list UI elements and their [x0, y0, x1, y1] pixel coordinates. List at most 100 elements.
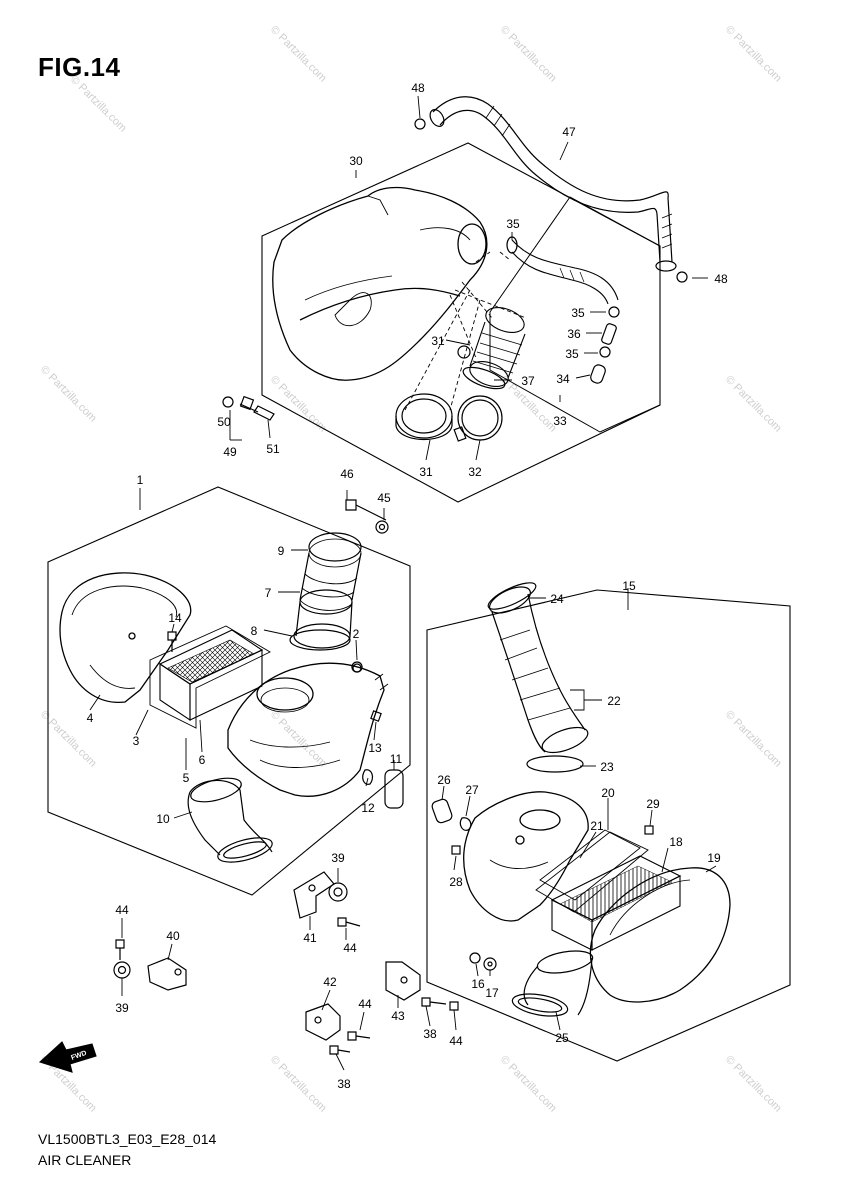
- bolt-29: [644, 825, 654, 835]
- callout-28: 28: [449, 875, 463, 889]
- callout-25: 25: [555, 1031, 569, 1045]
- callout-31: 31: [419, 465, 433, 479]
- washer-16: [469, 952, 481, 964]
- callout-48: 48: [411, 81, 425, 95]
- nut-17: [483, 957, 497, 971]
- watermark: © Partzilla.com: [498, 1054, 559, 1115]
- bolt-44-left: [115, 939, 125, 960]
- callout-45: 45: [377, 491, 391, 505]
- callout-30: 30: [349, 154, 363, 168]
- watermark: © Partzilla.com: [268, 1054, 329, 1115]
- callout-14: 14: [168, 611, 182, 625]
- bolt-13: [370, 710, 382, 722]
- breather-tube: [511, 239, 619, 305]
- bracket-40: [147, 957, 187, 991]
- watermark: © Partzilla.com: [723, 1054, 784, 1115]
- callout-35: 35: [506, 217, 520, 231]
- fwd-arrow-icon: [38, 1041, 97, 1073]
- callout-51: 51: [266, 442, 280, 456]
- bolt-38-bottom: [329, 1045, 351, 1055]
- clamp-8: [289, 629, 351, 651]
- callouts: 48 47 30 35 48 35 36 35 34 31 37 33 31 3…: [87, 81, 728, 1091]
- callout-31: 31: [431, 334, 445, 348]
- watermark: © Partzilla.com: [268, 709, 329, 770]
- callout-49: 49: [223, 445, 237, 459]
- bolt-51: [239, 403, 275, 421]
- clamp-24: [487, 582, 537, 610]
- watermark: © Partzilla.com: [38, 364, 99, 425]
- bracket-42: [305, 1003, 341, 1041]
- callout-33: 33: [553, 414, 567, 428]
- callout-35: 35: [571, 306, 585, 320]
- intake-duct-31: [469, 307, 526, 387]
- cap-34: [590, 364, 606, 384]
- callout-39: 39: [115, 1001, 129, 1015]
- bolt-44-mid: [337, 917, 361, 927]
- callout-16: 16: [471, 977, 485, 991]
- gasket-21: [539, 829, 641, 901]
- clamp-48-top: [414, 118, 426, 130]
- gasket-5: [149, 625, 271, 729]
- callout-13: 13: [368, 741, 382, 755]
- bolt-44-bottom: [347, 1031, 371, 1041]
- callout-19: 19: [707, 851, 721, 865]
- clamp-35b: [599, 346, 611, 358]
- clamp-23: [526, 755, 584, 773]
- callout-36: 36: [567, 327, 581, 341]
- callout-5: 5: [183, 771, 190, 785]
- clamp-32: [453, 395, 503, 442]
- watermark: © Partzilla.com: [723, 709, 784, 770]
- bolt-38-right: [421, 997, 447, 1007]
- callout-29: 29: [646, 797, 660, 811]
- watermark: © Partzilla.com: [68, 74, 129, 135]
- callout-10: 10: [156, 812, 170, 826]
- watermark: © Partzilla.com: [723, 374, 784, 435]
- figure-title: FIG.14: [38, 52, 121, 82]
- callout-3: 3: [133, 734, 140, 748]
- watermark: © Partzilla.com: [498, 24, 559, 85]
- diagram-name: AIR CLEANER: [38, 1152, 132, 1168]
- nut-2: [352, 663, 362, 673]
- callout-21: 21: [590, 819, 604, 833]
- callout-38: 38: [337, 1077, 351, 1091]
- callout-26: 26: [437, 773, 451, 787]
- leader-lines: [89, 95, 717, 1071]
- nut-45: [375, 520, 389, 534]
- screw-14: [167, 631, 177, 652]
- breather-hose: [429, 96, 673, 263]
- bracket-43: [385, 961, 421, 1001]
- intake-hose-22: [489, 586, 589, 754]
- bolt-46: [345, 499, 387, 521]
- callout-41: 41: [303, 931, 317, 945]
- callout-8: 8: [251, 624, 258, 638]
- clamp-35a: [608, 306, 620, 318]
- callout-35: 35: [565, 347, 579, 361]
- callout-1: 1: [137, 473, 144, 487]
- callout-2: 2: [353, 627, 360, 641]
- collar-11: [384, 769, 404, 809]
- grommet-39-left: [113, 961, 131, 979]
- air-cleaner-case: [272, 186, 488, 381]
- seal-ring-31: [395, 393, 453, 441]
- callout-37: 37: [521, 374, 535, 388]
- callout-43: 43: [391, 1009, 405, 1023]
- callout-23: 23: [600, 760, 614, 774]
- grommet-39-top: [328, 882, 348, 902]
- bracket-41: [293, 871, 335, 919]
- joint-36: [601, 323, 617, 345]
- callout-9: 9: [278, 544, 285, 558]
- callout-22: 22: [607, 694, 621, 708]
- callout-24: 24: [550, 592, 564, 606]
- bolt-44-right: [449, 1001, 459, 1011]
- callout-18: 18: [669, 835, 683, 849]
- callout-44: 44: [358, 997, 372, 1011]
- callout-12: 12: [361, 801, 375, 815]
- callout-17: 17: [485, 986, 499, 1000]
- outer-cover-4: [59, 572, 192, 704]
- clamp-48-right: [676, 271, 688, 283]
- watermark: © Partzilla.com: [723, 24, 784, 85]
- callout-44: 44: [343, 941, 357, 955]
- callout-42: 42: [323, 975, 337, 989]
- watermark: © Partzilla.com: [268, 24, 329, 85]
